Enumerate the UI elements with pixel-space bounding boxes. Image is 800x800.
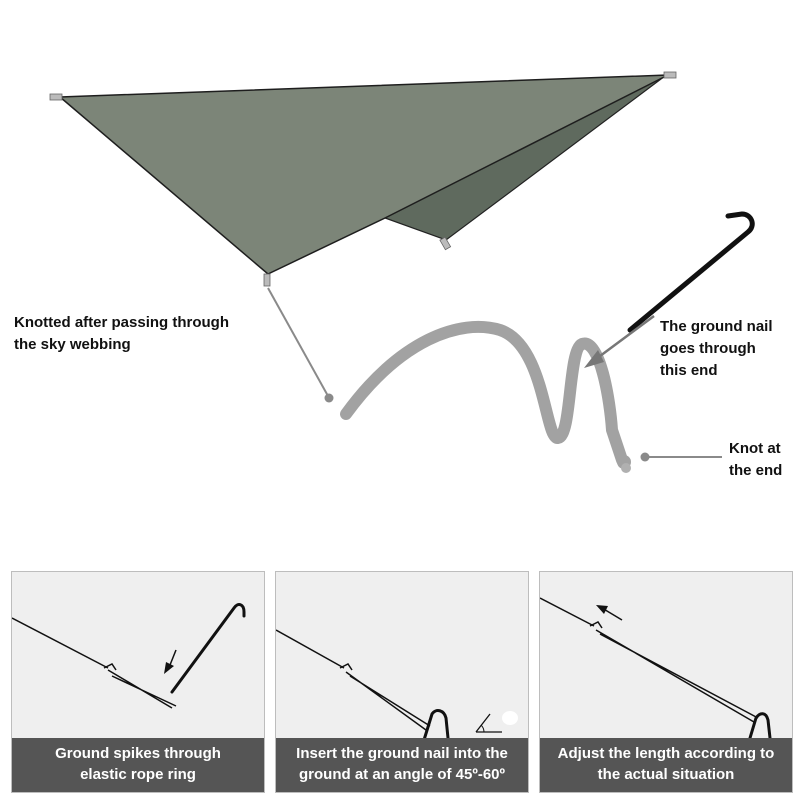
step-panel-1: Ground spikes through elastic rope ring: [11, 571, 265, 793]
label-knotted-line1: Knotted after passing through: [14, 314, 229, 331]
step-2-caption-line1: Insert the ground nail into the: [296, 745, 508, 762]
step-3-caption-line1: Adjust the length according to: [557, 745, 775, 762]
ground-nail: [627, 211, 755, 333]
label-knotted: Knotted after passing through the sky we…: [14, 312, 229, 356]
elastic-rope: [340, 321, 628, 466]
step-1-illustration: [12, 603, 246, 709]
label-ground-nail-line2: goes through: [660, 340, 756, 357]
step-2-illustration: [276, 629, 518, 742]
tarp-corner-left: [49, 93, 63, 101]
step-1-caption: Ground spikes through elastic rope ring: [12, 738, 264, 792]
tarp-corner-bottom: [263, 273, 271, 287]
leader-dot-knot-end: [640, 452, 650, 462]
step-3-illustration: [540, 597, 772, 740]
label-ground-nail-line3: this end: [660, 362, 718, 379]
tarp-corner-right: [663, 71, 677, 79]
label-knot-end: Knot at the end: [729, 438, 782, 482]
nail-arrow-line: [591, 314, 655, 364]
step-1-caption-line2: elastic rope ring: [80, 766, 196, 783]
nail-arrow-head: [584, 350, 604, 368]
leader-knotted: [267, 287, 329, 397]
tarp: [58, 74, 669, 275]
step-3-caption: Adjust the length according to the actua…: [540, 738, 792, 792]
step-1-caption-line1: Ground spikes through: [55, 745, 221, 762]
step-2-caption: Insert the ground nail into the ground a…: [276, 738, 528, 792]
label-knot-end-line2: the end: [729, 462, 783, 479]
step-panel-2: Insert the ground nail into the ground a…: [275, 571, 529, 793]
label-knotted-line2: the sky webbing: [14, 336, 131, 353]
label-knot-end-line1: Knot at: [729, 440, 781, 457]
leader-dot-knotted: [324, 393, 334, 403]
step-2-caption-line2: ground at an angle of 45º-60º: [299, 766, 505, 783]
step-panel-3: Adjust the length according to the actua…: [539, 571, 793, 793]
label-ground-nail: The ground nail goes through this end: [660, 316, 773, 382]
tarp-diagram: [49, 71, 755, 473]
rope-knot-tip: [621, 463, 631, 473]
label-ground-nail-line1: The ground nail: [660, 318, 773, 335]
tarp-corner-mid: [439, 236, 452, 251]
step-3-caption-line2: the actual situation: [597, 766, 735, 783]
